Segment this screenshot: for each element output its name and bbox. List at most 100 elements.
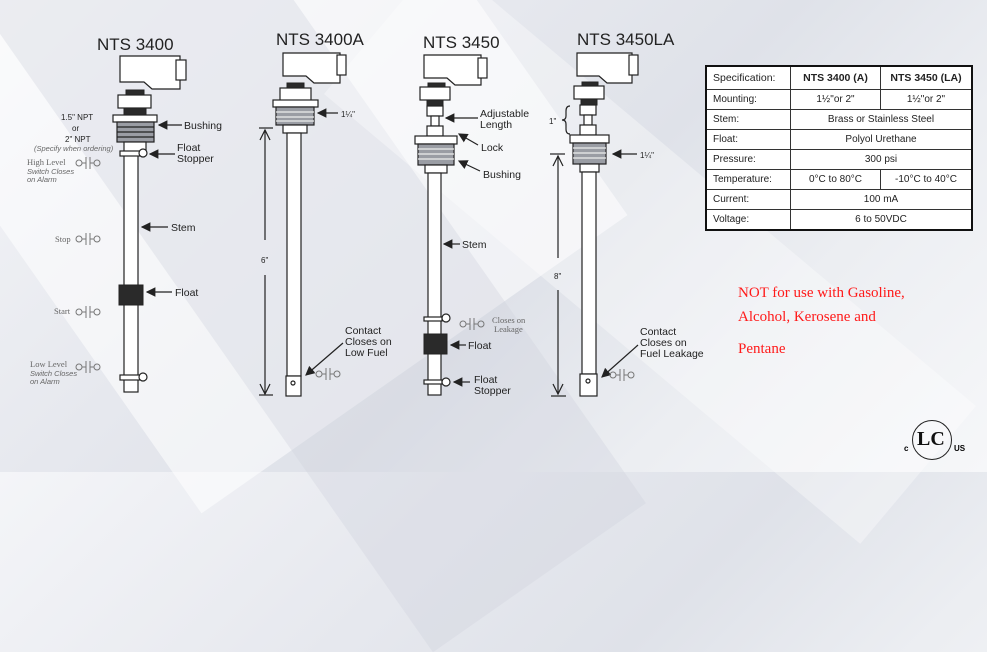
closes-on-leakage-label: Leakage — [494, 324, 523, 334]
table-row: Float: Polyol Urethane — [705, 129, 973, 150]
float-stopper-label: Stopper — [177, 153, 214, 165]
table-row: Current: 100 mA — [705, 189, 973, 210]
contact-label: Closes on — [345, 336, 392, 348]
sensor-tip-icon — [285, 375, 302, 397]
switch-contact-icon — [75, 157, 101, 169]
switch-contact-icon — [315, 368, 341, 380]
spec-key: Float: — [705, 129, 791, 150]
switch-label: Low Level — [30, 359, 68, 369]
adjustable-length-label: Length — [480, 119, 512, 131]
connector-head-icon — [423, 54, 488, 86]
model-title: NTS 3400 — [97, 35, 174, 54]
warning-line: Pentane — [738, 341, 786, 357]
or-label: or — [72, 124, 79, 133]
connector-head-icon — [119, 55, 187, 90]
stem-label: Stem — [171, 222, 196, 234]
cert-logo: LC — [917, 428, 945, 450]
spec-value: 100 mA — [790, 189, 973, 210]
connector-head-icon — [576, 52, 639, 84]
stem-icon — [123, 151, 139, 393]
spec-value: 1½"or 2" — [880, 89, 973, 110]
stem-icon — [581, 171, 597, 375]
switch-label: Stop — [55, 234, 71, 244]
contact-label: Contact — [345, 325, 381, 337]
dimension-8in: 8" — [550, 153, 566, 397]
switch-stop: Stop — [55, 233, 101, 245]
spec-key: Mounting: — [705, 89, 791, 110]
cert-circle-icon — [912, 420, 952, 460]
switch-label: High Level — [27, 157, 66, 167]
table-header-row: Specification: NTS 3400 (A) NTS 3450 (LA… — [705, 65, 973, 90]
model-nts-3450: NTS 3450 Adjustable Length Lock Bush — [414, 33, 529, 397]
float-stopper-label: Float — [177, 142, 200, 154]
spec-value: 1½"or 2" — [790, 89, 881, 110]
dimension-6in: 6" — [259, 127, 273, 396]
switch-note: on Alarm — [27, 175, 57, 184]
float-stopper-label: Float — [474, 374, 497, 386]
specification-table: Specification: NTS 3400 (A) NTS 3450 (LA… — [705, 65, 973, 231]
table-row: Temperature: 0°C to 80°C -10°C to 40°C — [705, 169, 973, 190]
contact-label: Contact — [640, 326, 676, 338]
stem-icon — [427, 172, 442, 396]
switch-contact-icon — [75, 361, 101, 373]
certification-mark: c LC US — [904, 418, 984, 464]
spec-key: Pressure: — [705, 149, 791, 170]
specify-note: (Specify when ordering) — [34, 144, 114, 153]
bushing-label: Bushing — [483, 169, 521, 181]
spec-key: Current: — [705, 189, 791, 210]
bushing-label: Bushing — [184, 120, 222, 132]
switch-contact-icon — [75, 233, 101, 245]
cert-country-c: c — [904, 444, 909, 453]
contact-label: Fuel Leakage — [640, 348, 704, 360]
switch-contact-icon — [459, 318, 485, 330]
length-label: 8" — [554, 272, 561, 281]
switch-label: Start — [54, 306, 71, 316]
bushing-icon — [417, 143, 455, 166]
stem-label: Stem — [462, 239, 487, 251]
warning-line: NOT for use with Gasoline, — [738, 285, 905, 301]
spec-value: 300 psi — [790, 149, 973, 170]
switch-low-level: Low Level Switch Closes on Alarm — [30, 359, 101, 386]
thread-size-label: 1¼" — [341, 110, 355, 119]
header-specification: Specification: — [705, 65, 791, 90]
bushing-icon — [275, 106, 315, 126]
spec-value: 6 to 50VDC — [790, 209, 973, 231]
spec-key: Temperature: — [705, 169, 791, 190]
spec-value: Brass or Stainless Steel — [790, 109, 973, 130]
sensor-diagram: NTS 3400 1.5" NPT or 2" NPT (Specify whe… — [27, 30, 704, 397]
float-icon — [423, 333, 448, 355]
table-row: Stem: Brass or Stainless Steel — [705, 109, 973, 130]
switch-note: Switch Closes — [30, 369, 77, 378]
spec-value: Polyol Urethane — [790, 129, 973, 150]
switch-note: on Alarm — [30, 377, 60, 386]
stem-icon — [286, 132, 302, 377]
thread-size-label: 1¼" — [640, 151, 654, 160]
sensor-tip-icon — [579, 373, 598, 397]
switch-start: Start — [54, 306, 101, 318]
bushing-icon — [116, 121, 155, 143]
float-stopper-label: Stopper — [474, 385, 511, 397]
cert-country-us: US — [954, 444, 966, 453]
warning-notice: NOT for use with Gasoline, Alcohol, Kero… — [738, 281, 983, 361]
adjust-length-label: 1" — [549, 117, 556, 126]
npt-label: 1.5" NPT — [61, 113, 93, 122]
table-row: Mounting: 1½"or 2" 1½"or 2" — [705, 89, 973, 110]
model-nts-3400: NTS 3400 1.5" NPT or 2" NPT (Specify whe… — [27, 35, 222, 393]
table-row: Pressure: 300 psi — [705, 149, 973, 170]
contact-label: Closes on — [640, 337, 687, 349]
switch-contact-icon — [609, 369, 635, 381]
switch-contact-icon — [75, 306, 101, 318]
length-label: 6" — [261, 256, 268, 265]
spec-key: Voltage: — [705, 209, 791, 231]
closes-on-leakage-label: Closes on — [492, 315, 526, 325]
table-row: Voltage: 6 to 50VDC — [705, 209, 973, 231]
model-title: NTS 3450LA — [577, 30, 675, 49]
warning-line: Alcohol, Kerosene and — [738, 309, 876, 325]
spec-key: Stem: — [705, 109, 791, 130]
float-icon — [118, 284, 144, 306]
lock-label: Lock — [481, 142, 504, 154]
float-label: Float — [468, 340, 491, 352]
npt-label: 2" NPT — [65, 135, 91, 144]
adjust-nut-icon — [426, 105, 444, 117]
float-label: Float — [175, 287, 198, 299]
